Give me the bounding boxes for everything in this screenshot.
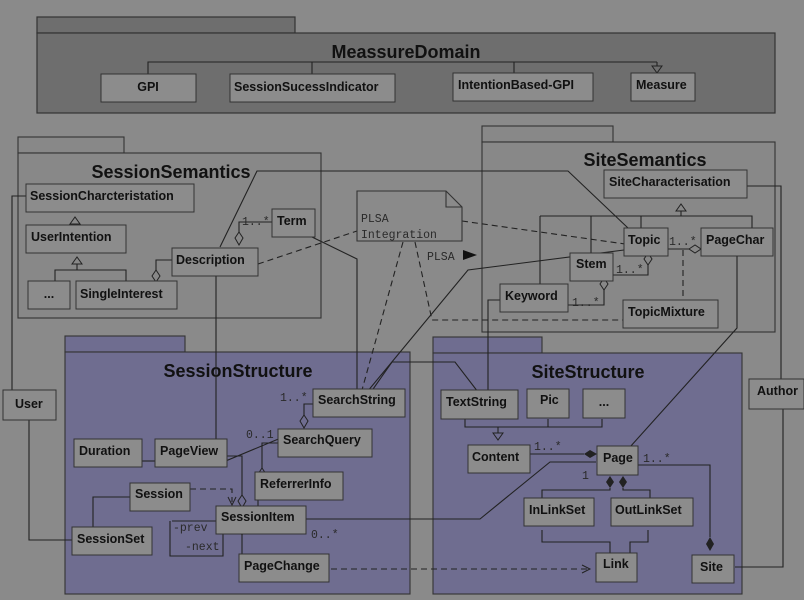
class-pic[interactable]: Pic <box>526 388 570 419</box>
class-session-sucess-indicator[interactable]: SessionSucessIndicator <box>229 73 396 103</box>
measure-generalization-lines <box>147 61 663 74</box>
multiplicity-label: 1 <box>582 470 589 483</box>
package-title: SessionStructure <box>163 361 312 381</box>
class-topic[interactable]: Topic <box>623 227 669 257</box>
svg-text:Author: Author <box>757 384 798 398</box>
svg-text:User: User <box>15 397 43 411</box>
svg-text:Measure: Measure <box>636 78 687 92</box>
class-stem[interactable]: Stem <box>569 252 614 282</box>
svg-text:Keyword: Keyword <box>505 289 558 303</box>
direction-arrow-icon <box>463 250 477 260</box>
class-session-set[interactable]: SessionSet <box>71 526 153 556</box>
class-referrer-info[interactable]: ReferrerInfo <box>254 471 344 501</box>
class-in-link-set[interactable]: InLinkSet <box>523 497 595 527</box>
class-page-change[interactable]: PageChange <box>238 553 330 583</box>
class-user-intention[interactable]: UserIntention <box>25 224 127 254</box>
multiplicity-label: 0..1 <box>246 429 274 442</box>
role-label-next: -next <box>185 541 220 554</box>
class-description[interactable]: Description <box>171 247 259 277</box>
multiplicity-label: 1..* <box>534 441 562 454</box>
package-title: SessionSemantics <box>91 162 250 182</box>
svg-text:Topic: Topic <box>628 233 660 247</box>
svg-text:TextString: TextString <box>446 395 507 409</box>
class-page-view[interactable]: PageView <box>154 438 228 468</box>
svg-text:InLinkSet: InLinkSet <box>529 503 586 517</box>
package-title: SiteStructure <box>531 362 644 382</box>
svg-text:SessionItem: SessionItem <box>221 510 295 524</box>
class-page[interactable]: Page <box>596 445 639 476</box>
svg-text:UserIntention: UserIntention <box>31 230 112 244</box>
svg-text:...: ... <box>44 287 54 301</box>
class-keyword[interactable]: Keyword <box>499 283 569 313</box>
svg-text:SingleInterest: SingleInterest <box>80 287 163 301</box>
note-plsa-integration: PLSA Integration <box>356 190 463 242</box>
class-text-string[interactable]: TextString <box>440 389 519 420</box>
package-title: SiteSemantics <box>583 150 706 170</box>
class-session-item[interactable]: SessionItem <box>215 505 307 535</box>
svg-text:GPI: GPI <box>137 80 159 94</box>
multiplicity-label: 1..* <box>616 264 644 277</box>
class-content[interactable]: Content <box>467 444 531 474</box>
svg-text:Description: Description <box>176 253 245 267</box>
plsa-association-label: PLSA <box>427 250 477 264</box>
svg-text:IntentionBased-GPI: IntentionBased-GPI <box>458 78 574 92</box>
svg-text:PageChange: PageChange <box>244 559 320 573</box>
class-search-string[interactable]: SearchString <box>312 388 406 418</box>
svg-text:SearchQuery: SearchQuery <box>283 433 361 447</box>
class-user[interactable]: User <box>2 389 57 421</box>
class-site[interactable]: Site <box>691 554 735 584</box>
class-search-query[interactable]: SearchQuery <box>277 428 373 458</box>
class-ellipsis-site[interactable]: ... <box>582 388 626 419</box>
svg-text:SearchString: SearchString <box>318 393 396 407</box>
class-session[interactable]: Session <box>129 482 191 512</box>
package-title: MeassureDomain <box>331 42 480 62</box>
svg-text:Stem: Stem <box>576 257 607 271</box>
svg-text:PageChar: PageChar <box>706 233 764 247</box>
svg-text:Pic: Pic <box>540 393 559 407</box>
class-intention-based-gpi[interactable]: IntentionBased-GPI <box>452 72 594 102</box>
multiplicity-label: 1..* <box>242 216 270 229</box>
class-link[interactable]: Link <box>595 552 638 583</box>
multiplicity-label: 0..* <box>311 529 339 542</box>
multiplicity-label: 1..* <box>643 453 671 466</box>
svg-text:Integration: Integration <box>361 229 437 242</box>
svg-text:OutLinkSet: OutLinkSet <box>615 503 683 517</box>
svg-text:Page: Page <box>603 451 633 465</box>
svg-text:Content: Content <box>472 450 520 464</box>
svg-text:...: ... <box>599 395 609 409</box>
class-author[interactable]: Author <box>748 378 804 410</box>
class-term[interactable]: Term <box>271 208 316 238</box>
class-out-link-set[interactable]: OutLinkSet <box>610 497 694 527</box>
svg-text:SessionSucessIndicator: SessionSucessIndicator <box>234 80 379 94</box>
class-ellipsis-session[interactable]: ... <box>27 280 71 310</box>
svg-text:ReferrerInfo: ReferrerInfo <box>260 477 332 491</box>
class-single-interest[interactable]: SingleInterest <box>75 280 178 310</box>
svg-text:PLSA: PLSA <box>427 251 455 264</box>
svg-text:Link: Link <box>603 557 629 571</box>
svg-text:PLSA: PLSA <box>361 213 389 226</box>
svg-text:SessionCharcteristation: SessionCharcteristation <box>30 189 174 203</box>
svg-text:Term: Term <box>277 214 307 228</box>
class-session-charcteristation[interactable]: SessionCharcteristation <box>25 183 195 213</box>
svg-text:PageView: PageView <box>160 444 218 458</box>
svg-text:Session: Session <box>135 487 183 501</box>
class-site-characterisation[interactable]: SiteCharacterisation <box>603 169 748 199</box>
class-duration[interactable]: Duration <box>73 438 143 468</box>
svg-text:SiteCharacterisation: SiteCharacterisation <box>609 175 731 189</box>
role-label-prev: -prev <box>173 522 208 535</box>
class-page-char[interactable]: PageChar <box>700 227 774 257</box>
class-measure[interactable]: Measure <box>630 72 696 102</box>
class-gpi[interactable]: GPI <box>100 73 197 103</box>
multiplicity-label: 1..* <box>669 236 697 249</box>
svg-text:TopicMixture: TopicMixture <box>628 305 705 319</box>
multiplicity-label: 1..* <box>572 297 600 310</box>
svg-text:Duration: Duration <box>79 444 130 458</box>
multiplicity-label: 1..* <box>280 392 308 405</box>
connectors <box>11 170 784 574</box>
class-topic-mixture[interactable]: TopicMixture <box>622 299 719 329</box>
svg-text:Site: Site <box>700 560 723 574</box>
svg-text:SessionSet: SessionSet <box>77 532 145 546</box>
